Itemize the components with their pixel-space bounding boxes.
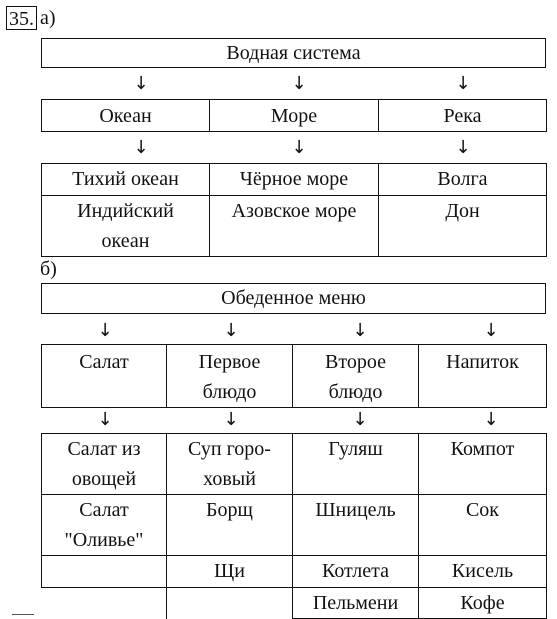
category-ocean: Океан xyxy=(41,99,210,132)
example-cell: Щи xyxy=(166,555,293,588)
arrow-down-icon: ↓ xyxy=(483,320,499,341)
dinner-menu-root-box: Обеденное меню xyxy=(41,283,546,314)
arrow-down-icon: ↓ xyxy=(455,137,471,158)
arrow-down-icon: ↓ xyxy=(223,409,239,430)
category-first-course: Первое блюдо xyxy=(166,344,293,408)
example-cell: Кисель xyxy=(418,555,547,588)
example-cell: Волга xyxy=(378,163,547,196)
example-cell: Салат из овощей xyxy=(41,433,167,495)
arrow-down-icon: ↓ xyxy=(133,73,149,94)
example-cell: Котлета xyxy=(292,555,419,588)
arrow-down-icon: ↓ xyxy=(97,320,113,341)
part-a-label: а) xyxy=(40,7,56,29)
arrow-down-icon: ↓ xyxy=(455,73,471,94)
category-second-course: Второе блюдо xyxy=(292,344,419,408)
arrow-down-icon: ↓ xyxy=(97,409,113,430)
example-cell: Чёрное море xyxy=(209,163,379,196)
arrow-down-icon: ↓ xyxy=(352,320,368,341)
arrow-down-icon: ↓ xyxy=(291,137,307,158)
example-cell xyxy=(41,587,167,619)
example-cell: Азовское море xyxy=(209,195,379,257)
example-cell: Борщ xyxy=(166,494,293,556)
table-row: Пельмени Кофе xyxy=(41,587,547,619)
example-cell: Шницель xyxy=(292,494,419,556)
arrow-down-icon: ↓ xyxy=(483,409,499,430)
table-row: Индийский океан Азовское море Дон xyxy=(41,195,547,257)
example-cell: Индийский океан xyxy=(41,195,210,257)
table-row: Океан Море Река xyxy=(41,99,547,132)
table-row: Салат Первое блюдо Второе блюдо Напиток xyxy=(41,344,547,408)
example-cell: Гуляш xyxy=(292,433,419,495)
exercise-number: 35. xyxy=(6,6,37,30)
arrow-down-icon: ↓ xyxy=(291,73,307,94)
part-b-label: б) xyxy=(40,258,57,280)
example-cell xyxy=(41,555,167,588)
category-salad: Салат xyxy=(41,344,167,408)
part-a-categories-table: Океан Море Река xyxy=(41,99,547,132)
example-cell: Дон xyxy=(378,195,547,257)
example-cell: Тихий океан xyxy=(41,163,210,196)
example-cell: Салат "Оливье" xyxy=(41,494,167,556)
example-cell xyxy=(166,587,293,619)
example-cell: Кофе xyxy=(418,587,547,619)
example-cell: Пельмени xyxy=(292,587,419,619)
table-row: Салат "Оливье" Борщ Шницель Сок xyxy=(41,494,547,556)
table-row: Тихий океан Чёрное море Волга xyxy=(41,163,547,196)
arrow-down-icon: ↓ xyxy=(223,320,239,341)
water-system-root-box: Водная система xyxy=(41,38,546,68)
category-river: Река xyxy=(378,99,547,132)
scan-mark xyxy=(12,614,34,615)
category-sea: Море xyxy=(209,99,379,132)
example-cell: Суп горо- ховый xyxy=(166,433,293,495)
category-drink: Напиток xyxy=(418,344,547,408)
part-b-examples-table: Салат из овощей Суп горо- ховый Гуляш Ко… xyxy=(41,433,547,619)
example-cell: Компот xyxy=(418,433,547,495)
arrow-down-icon: ↓ xyxy=(352,409,368,430)
arrow-down-icon: ↓ xyxy=(133,137,149,158)
table-row: Щи Котлета Кисель xyxy=(41,555,547,588)
part-b-categories-table: Салат Первое блюдо Второе блюдо Напиток xyxy=(41,344,547,408)
part-a-examples-table: Тихий океан Чёрное море Волга Индийский … xyxy=(41,163,547,257)
example-cell: Сок xyxy=(418,494,547,556)
table-row: Салат из овощей Суп горо- ховый Гуляш Ко… xyxy=(41,433,547,495)
